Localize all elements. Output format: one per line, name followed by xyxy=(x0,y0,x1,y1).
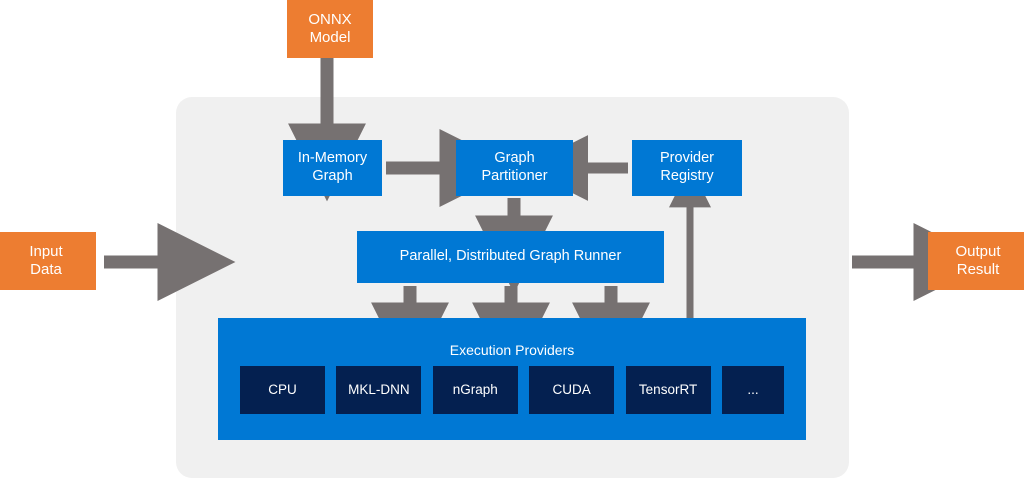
node-provider-registry[interactable]: Provider Registry xyxy=(632,140,742,196)
execution-provider-item[interactable]: MKL-DNN xyxy=(336,366,422,414)
execution-provider-item[interactable]: nGraph xyxy=(432,366,518,414)
execution-provider-item[interactable]: TensorRT xyxy=(625,366,711,414)
execution-provider-item[interactable]: ... xyxy=(721,366,784,414)
node-parallel-distributed-graph-runner[interactable]: Parallel, Distributed Graph Runner xyxy=(357,231,664,283)
execution-provider-item[interactable]: CUDA xyxy=(529,366,615,414)
node-onnx-model[interactable]: ONNX Model xyxy=(287,0,373,58)
node-input-data[interactable]: Input Data xyxy=(0,232,96,290)
node-output-result[interactable]: Output Result xyxy=(928,232,1024,290)
node-graph-partitioner[interactable]: Graph Partitioner xyxy=(456,140,573,196)
node-in-memory-graph[interactable]: In-Memory Graph xyxy=(283,140,382,196)
execution-providers-title: Execution Providers xyxy=(449,342,575,358)
execution-provider-item[interactable]: CPU xyxy=(240,366,325,414)
